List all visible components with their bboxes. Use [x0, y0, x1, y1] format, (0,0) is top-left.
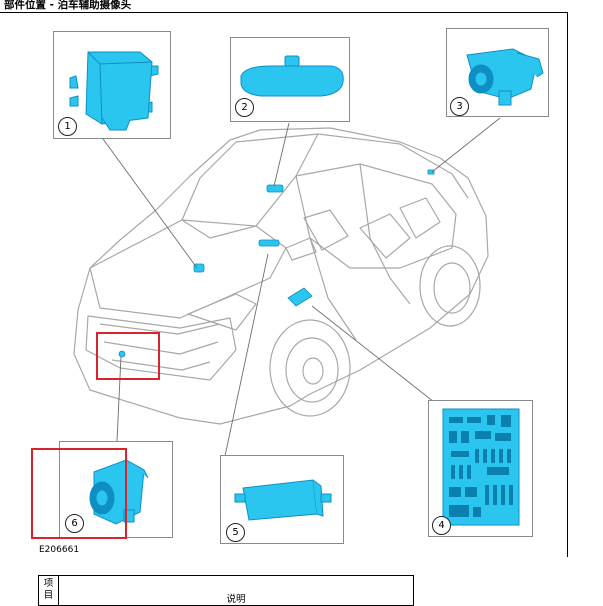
- table-header-item-label: 项目: [43, 578, 54, 601]
- front-camera-icon: [89, 459, 149, 525]
- highlight-box-callout-6: [31, 448, 127, 539]
- item-description-table: 项目 说明: [38, 575, 414, 606]
- callout-box-5: 5: [220, 455, 344, 544]
- rearview-mirror-icon: [240, 55, 344, 97]
- callout-number-3: 3: [450, 97, 469, 116]
- page-title: 部件位置 - 泊车辅助摄像头: [4, 0, 132, 11]
- right-rule: [567, 12, 568, 557]
- callout-number-4: 4: [432, 516, 451, 535]
- callout-box-2: 2: [230, 37, 350, 122]
- rear-camera-icon: [466, 48, 544, 106]
- callout-number-5: 5: [226, 523, 245, 542]
- callout-number-1: 1: [58, 117, 77, 136]
- figure-id: E206661: [39, 545, 80, 555]
- highlight-box-grille: [96, 332, 160, 380]
- vehicle-illustration: [73, 127, 489, 425]
- header-rule: [0, 12, 568, 13]
- callout-number-6: 6: [65, 514, 84, 533]
- table-header-item: 项目: [39, 576, 59, 605]
- fuse-junction-box-icon: [442, 408, 520, 526]
- callout-box-6: 6: [59, 441, 173, 538]
- callout-box-1: 1: [53, 31, 171, 139]
- callout-number-2: 2: [235, 98, 254, 117]
- callout-box-3: 3: [446, 28, 549, 117]
- table-header-description: 说明: [226, 594, 246, 605]
- bracket-module-icon: [234, 479, 332, 521]
- module-box-icon: [69, 51, 159, 131]
- callout-box-4: 4: [428, 400, 533, 537]
